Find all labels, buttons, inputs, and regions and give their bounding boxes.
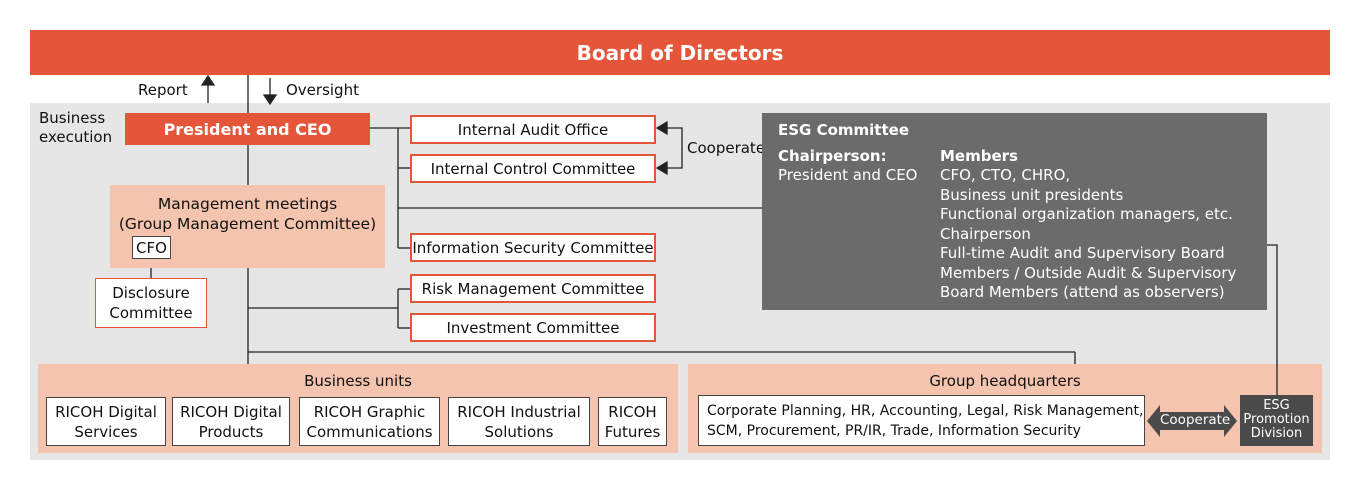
business-unit-graphic-communications: RICOH Graphic Communications bbox=[299, 397, 440, 446]
business-unit-futures: RICOH Futures bbox=[598, 397, 667, 446]
esg-committee-box: ESG Committee Chairperson: President and… bbox=[762, 113, 1267, 310]
chairperson-label: Chairperson: bbox=[778, 146, 887, 165]
esg-promotion-division: ESG Promotion Division bbox=[1240, 395, 1313, 446]
internal-control-committee: Internal Control Committee bbox=[410, 154, 656, 183]
board-of-directors: Board of Directors bbox=[30, 30, 1330, 75]
business-unit-digital-services: RICOH Digital Services bbox=[46, 397, 166, 446]
esg-committee-title: ESG Committee bbox=[778, 121, 909, 139]
business-unit-industrial-solutions: RICOH Industrial Solutions bbox=[448, 397, 590, 446]
business-unit-digital-products: RICOH Digital Products bbox=[172, 397, 290, 446]
internal-audit-office: Internal Audit Office bbox=[410, 115, 656, 144]
investment-committee: Investment Committee bbox=[410, 313, 656, 342]
cfo-box: CFO bbox=[132, 236, 171, 259]
group-hq-title: Group headquarters bbox=[929, 372, 1081, 390]
president-ceo-box: President and CEO bbox=[125, 113, 370, 145]
members-list: CFO, CTO, CHRO, Business unit presidents… bbox=[940, 166, 1237, 301]
group-hq-functions: Corporate Planning, HR, Accounting, Lega… bbox=[698, 395, 1145, 446]
disclosure-committee: Disclosure Committee bbox=[95, 278, 207, 328]
management-meetings-label: Management meetings (Group Management Co… bbox=[118, 195, 377, 233]
members-label: Members bbox=[940, 146, 1018, 165]
chairperson-value: President and CEO bbox=[778, 166, 918, 184]
report-label: Report bbox=[138, 81, 188, 99]
cooperate-double-arrow bbox=[1147, 405, 1237, 437]
business-units-title: Business units bbox=[304, 372, 412, 390]
management-meetings-box: Management meetings (Group Management Co… bbox=[110, 185, 385, 268]
information-security-committee: Information Security Committee bbox=[410, 233, 656, 262]
oversight-label: Oversight bbox=[286, 81, 359, 99]
risk-management-committee: Risk Management Committee bbox=[410, 274, 656, 303]
cooperate-label: Cooperate bbox=[687, 139, 766, 157]
business-execution-label: Business execution bbox=[39, 109, 113, 146]
cooperate-arrow-label: Cooperate bbox=[1160, 412, 1231, 428]
